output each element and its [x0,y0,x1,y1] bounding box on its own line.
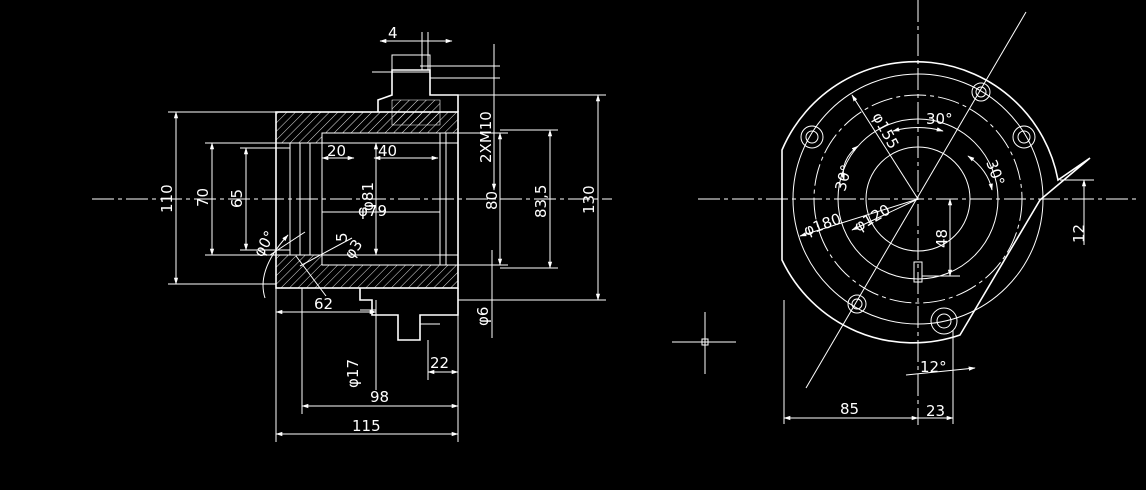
dim-48: 48 [933,229,951,248]
circle-bore [865,146,971,252]
dim-4: 4 [388,24,398,42]
dim-phi79: φ79 [358,202,387,220]
dim-62: 62 [314,295,333,313]
front-dimension-lines [783,94,1094,424]
circle-phi120 [837,118,999,280]
dim-22: 22 [430,354,449,372]
section-dimension-lines [168,32,606,442]
slot [913,261,923,283]
dim-phi6: φ6 [474,307,492,326]
dim-23: 23 [926,402,945,420]
dim-85: 85 [840,400,859,418]
dim-phi155: φ155 [868,109,902,151]
dim-angle-30-right: 30° [982,157,1008,188]
dim-phi120: φ120 [851,201,893,236]
dim-phi180: φ180 [801,210,843,240]
dim-12: 12 [1070,224,1088,243]
dim-20: 20 [327,142,346,160]
dim-70: 70 [194,188,212,207]
front-view: 30° φ155 30° 30° φ180 φ120 48 12 12° 85 … [698,0,1140,425]
section-dimension-texts: 4 2XM10 110 70 65 20 40 φ81 φ79 80 83,5 … [158,24,598,435]
dim-angle-12: 12° [920,358,947,376]
dim-angle-30-left: 30° [831,163,855,193]
front-dimension-texts: 30° φ155 30° 30° φ180 φ120 48 12 12° 85 … [801,109,1088,420]
circle-phi155 [813,94,1023,304]
bolt-holes [800,82,1036,335]
dim-65: 65 [228,189,246,208]
circle-phi180 [792,73,1044,325]
flange-outline [781,60,1091,344]
dim-2xm10: 2XM10 [477,111,495,163]
dim-angle-30-top: 30° [926,110,953,128]
dim-115: 115 [352,417,381,435]
cad-cursor-crosshair[interactable] [672,312,736,374]
dim-5: 5 [333,232,351,242]
dim-phi81: φ81 [359,182,377,211]
dim-110: 110 [158,184,176,213]
dim-80: 80 [483,191,501,210]
dim-98: 98 [370,388,389,406]
section-view: 4 2XM10 110 70 65 20 40 φ81 φ79 80 83,5 … [92,24,612,442]
dim-83-5: 83,5 [532,185,550,218]
dim-130: 130 [580,185,598,214]
dim-phi17: φ17 [344,359,362,388]
section-hatching [275,99,459,289]
dim-40: 40 [378,142,397,160]
